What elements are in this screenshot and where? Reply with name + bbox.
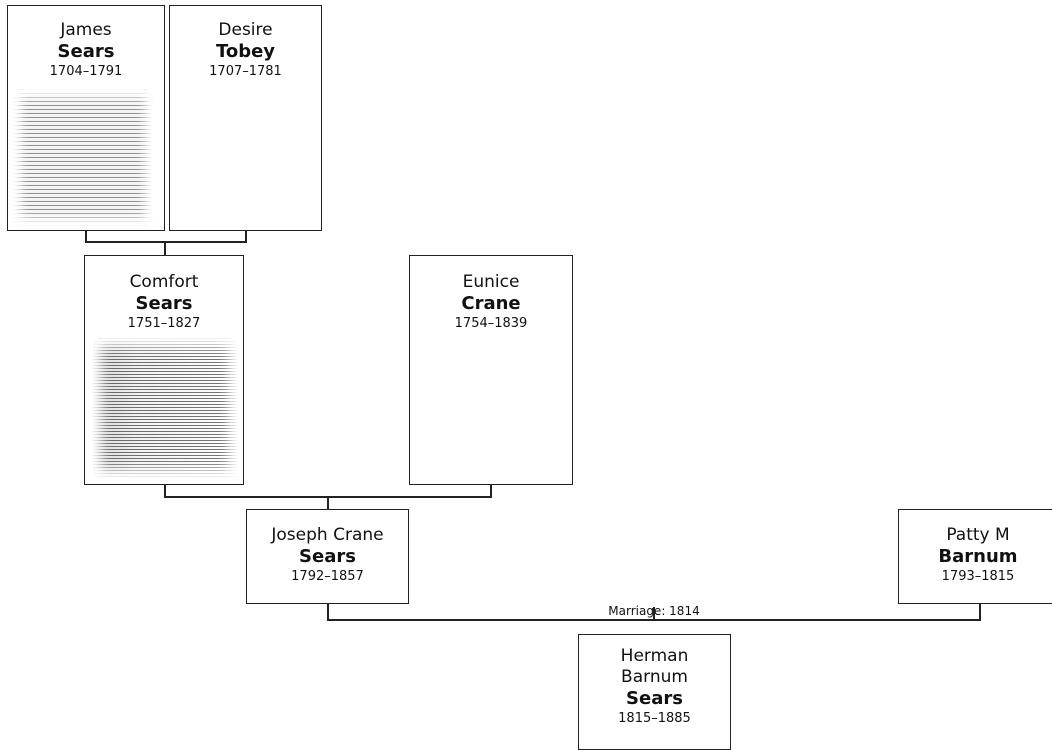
given-name: Comfort [129,272,199,292]
given-name: Herman [620,646,689,666]
connector-line [979,603,981,620]
surname: Sears [626,688,683,709]
connector-line [245,230,247,242]
surname: Crane [461,293,521,314]
middle-name: Barnum [621,667,688,687]
life-dates: 1793–1815 [941,569,1015,584]
surname: Sears [57,41,115,62]
person-card-patty-m-barnum[interactable]: Patty M Barnum 1793–1815 [898,509,1052,604]
life-dates: 1751–1827 [127,316,201,331]
life-dates: 1707–1781 [209,64,282,79]
surname: Barnum [938,546,1018,567]
life-dates: 1754–1839 [454,316,528,331]
person-card-eunice-crane[interactable]: Eunice Crane 1754–1839 [409,255,573,485]
given-name: James [60,20,112,40]
connector-line [85,241,247,243]
person-card-james-sears[interactable]: James Sears 1704–1791 [7,5,165,231]
connector-line [85,230,87,242]
connector-line [490,484,492,497]
person-card-comfort-sears[interactable]: Comfort Sears 1751–1827 [84,255,244,485]
given-name: Patty M [946,525,1010,545]
life-dates: 1792–1857 [291,569,364,584]
person-card-desire-tobey[interactable]: Desire Tobey 1707–1781 [169,5,322,231]
life-dates: 1815–1885 [618,711,691,726]
person-card-joseph-crane-sears[interactable]: Joseph Crane Sears 1792–1857 [246,509,409,604]
given-name: Desire [218,20,273,40]
person-card-herman-barnum-sears[interactable]: Herman Barnum Sears 1815–1885 [578,634,731,750]
given-name: Eunice [462,272,520,292]
document-photo [13,89,153,226]
connector-line [327,603,329,620]
surname: Tobey [215,41,276,62]
connector-line [164,484,166,497]
given-name: Joseph Crane [271,525,384,545]
life-dates: 1704–1791 [49,64,123,79]
connector-line [653,607,655,620]
marriage-label: Marriage: 1814 [608,604,700,618]
surname: Sears [135,293,193,314]
connector-line [164,241,166,256]
connector-line [327,496,329,510]
document-photo [93,338,237,478]
surname: Sears [299,546,356,567]
